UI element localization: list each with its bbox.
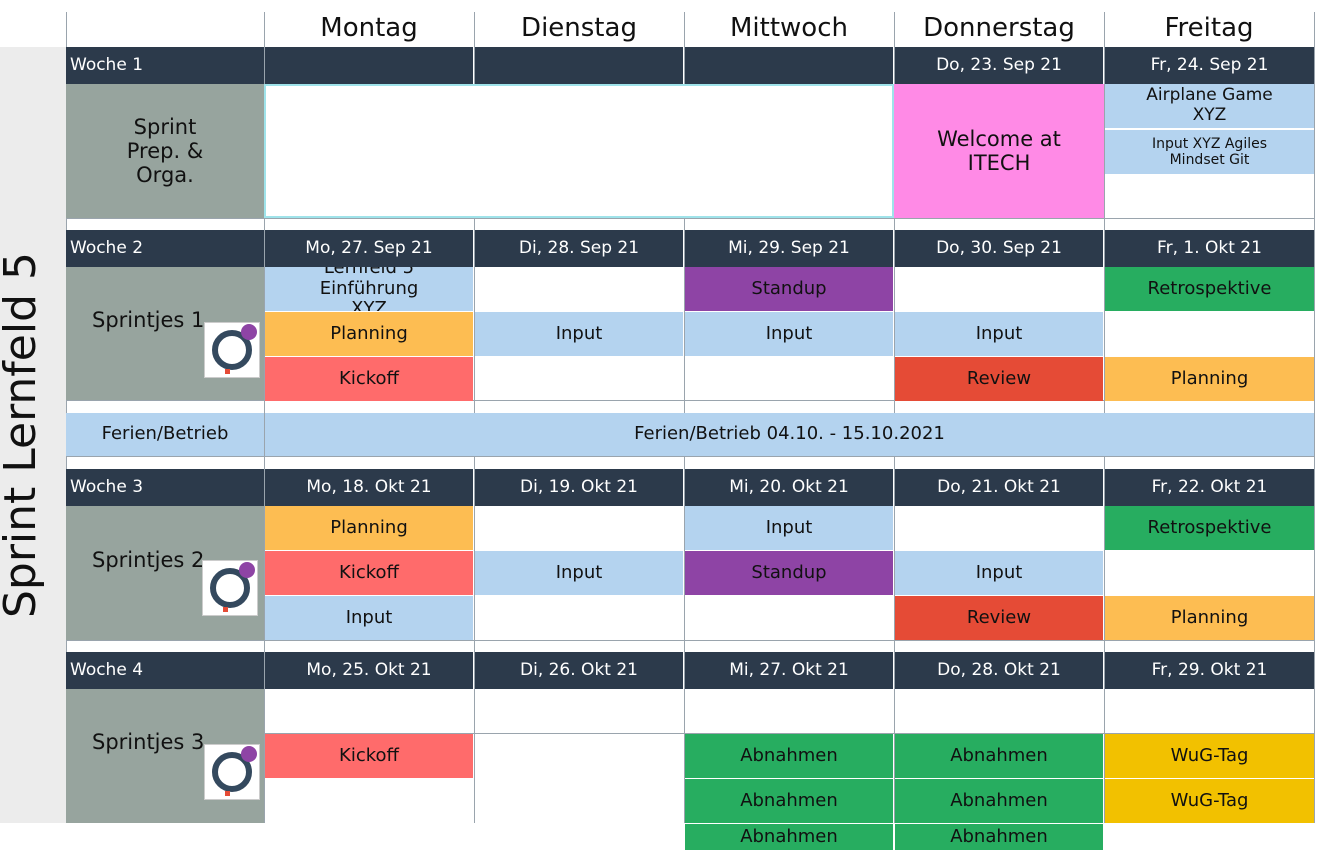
- planning-cell: Planning: [1105, 357, 1314, 401]
- input-cell: Input: [685, 312, 893, 356]
- date-cell: Di, 28. Sep 21: [475, 230, 683, 267]
- sidebar-band: [0, 47, 66, 823]
- grid-line: [264, 12, 265, 823]
- week-label: Woche 2: [66, 230, 264, 267]
- retrospektive-cell: Retrospektive: [1105, 267, 1314, 311]
- week-label: Woche 4: [66, 652, 264, 689]
- date-cell: [685, 47, 893, 84]
- review-cell: Review: [895, 596, 1103, 640]
- abnahmen-cell: Abnahmen: [895, 734, 1103, 778]
- sprint-cycle-icon: [204, 744, 260, 800]
- sprint-cycle-icon: [202, 560, 258, 616]
- grid-line: [66, 456, 1314, 457]
- input-mindset-cell: Input XYZ Agiles Mindset Git: [1105, 130, 1314, 174]
- date-cell: Do, 30. Sep 21: [895, 230, 1103, 267]
- input-cell: Input: [475, 551, 683, 595]
- planning-cell: Planning: [265, 312, 473, 356]
- kickoff-cell: Kickoff: [265, 734, 473, 778]
- date-cell: [475, 47, 683, 84]
- sprint-cycle-icon: [204, 322, 260, 378]
- date-cell: Do, 28. Okt 21: [895, 652, 1103, 689]
- input-cell: Input: [895, 551, 1103, 595]
- standup-cell: Standup: [685, 267, 893, 311]
- planning-cell: Planning: [265, 506, 473, 550]
- date-cell: Fr, 24. Sep 21: [1105, 47, 1314, 84]
- standup-cell: Standup: [685, 551, 893, 595]
- welcome-cell: Welcome at ITECH: [894, 84, 1104, 218]
- abnahmen-cell: Abnahmen: [685, 779, 893, 823]
- wug-tag-cell: WuG-Tag: [1105, 779, 1314, 823]
- date-cell: Do, 23. Sep 21: [895, 47, 1103, 84]
- sprint-side-label: Sprintjes 1: [92, 307, 205, 332]
- date-cell: Mo, 27. Sep 21: [265, 230, 473, 267]
- kickoff-cell: Kickoff: [265, 551, 473, 595]
- side-title: Sprint Lernfeld 5: [0, 252, 46, 619]
- week-label: Woche 3: [66, 469, 264, 506]
- abnahmen-cell: Abnahmen: [685, 734, 893, 778]
- abnahmen-cell: Abnahmen: [895, 779, 1103, 823]
- day-header: Montag: [320, 13, 418, 44]
- date-cell: Mi, 20. Okt 21: [685, 469, 893, 506]
- planning-cell: Planning: [1105, 596, 1314, 640]
- input-cell: Input: [895, 312, 1103, 356]
- abnahmen-cell: Abnahmen: [685, 824, 893, 850]
- holiday-span: Ferien/Betrieb 04.10. - 15.10.2021: [265, 413, 1314, 456]
- date-cell: Mi, 29. Sep 21: [685, 230, 893, 267]
- date-cell: Di, 19. Okt 21: [475, 469, 683, 506]
- airplane-game-cell: Airplane Game XYZ: [1105, 84, 1314, 128]
- date-cell: Do, 21. Okt 21: [895, 469, 1103, 506]
- date-cell: Mi, 27. Okt 21: [685, 652, 893, 689]
- holiday-label: Ferien/Betrieb: [66, 413, 264, 456]
- grid-line: [66, 400, 1314, 401]
- kickoff-cell: Kickoff: [265, 357, 473, 401]
- sprint-side-cell: Sprint Prep. & Orga.: [66, 84, 264, 218]
- lernfeld-intro-cell: Lernfeld 5 Einführung XYZ: [265, 267, 473, 311]
- selection-box: [264, 84, 894, 218]
- row-line: [264, 733, 1314, 734]
- input-cell: Input: [685, 506, 893, 550]
- input-cell: Input: [475, 312, 683, 356]
- sprint-side-label: Sprintjes 3: [92, 729, 205, 754]
- date-cell: Fr, 29. Okt 21: [1105, 652, 1314, 689]
- grid-line: [66, 640, 1314, 641]
- day-header: Donnerstag: [923, 13, 1075, 44]
- review-cell: Review: [895, 357, 1103, 401]
- wug-tag-cell: WuG-Tag: [1105, 734, 1314, 778]
- date-cell: Di, 26. Okt 21: [475, 652, 683, 689]
- date-cell: Fr, 22. Okt 21: [1105, 469, 1314, 506]
- sprint-side-label: Sprintjes 2: [92, 547, 205, 572]
- grid-line: [66, 218, 1314, 219]
- date-cell: Fr, 1. Okt 21: [1105, 230, 1314, 267]
- date-cell: Mo, 18. Okt 21: [265, 469, 473, 506]
- date-cell: Mo, 25. Okt 21: [265, 652, 473, 689]
- grid-line: [1314, 12, 1315, 823]
- retrospektive-cell: Retrospektive: [1105, 506, 1314, 550]
- abnahmen-cell: Abnahmen: [895, 824, 1103, 850]
- input-cell: Input: [265, 596, 473, 640]
- date-cell: [265, 47, 473, 84]
- day-header: Mittwoch: [730, 13, 848, 44]
- day-header: Dienstag: [521, 13, 637, 44]
- week-label: Woche 1: [66, 47, 264, 84]
- day-header: Freitag: [1164, 13, 1254, 44]
